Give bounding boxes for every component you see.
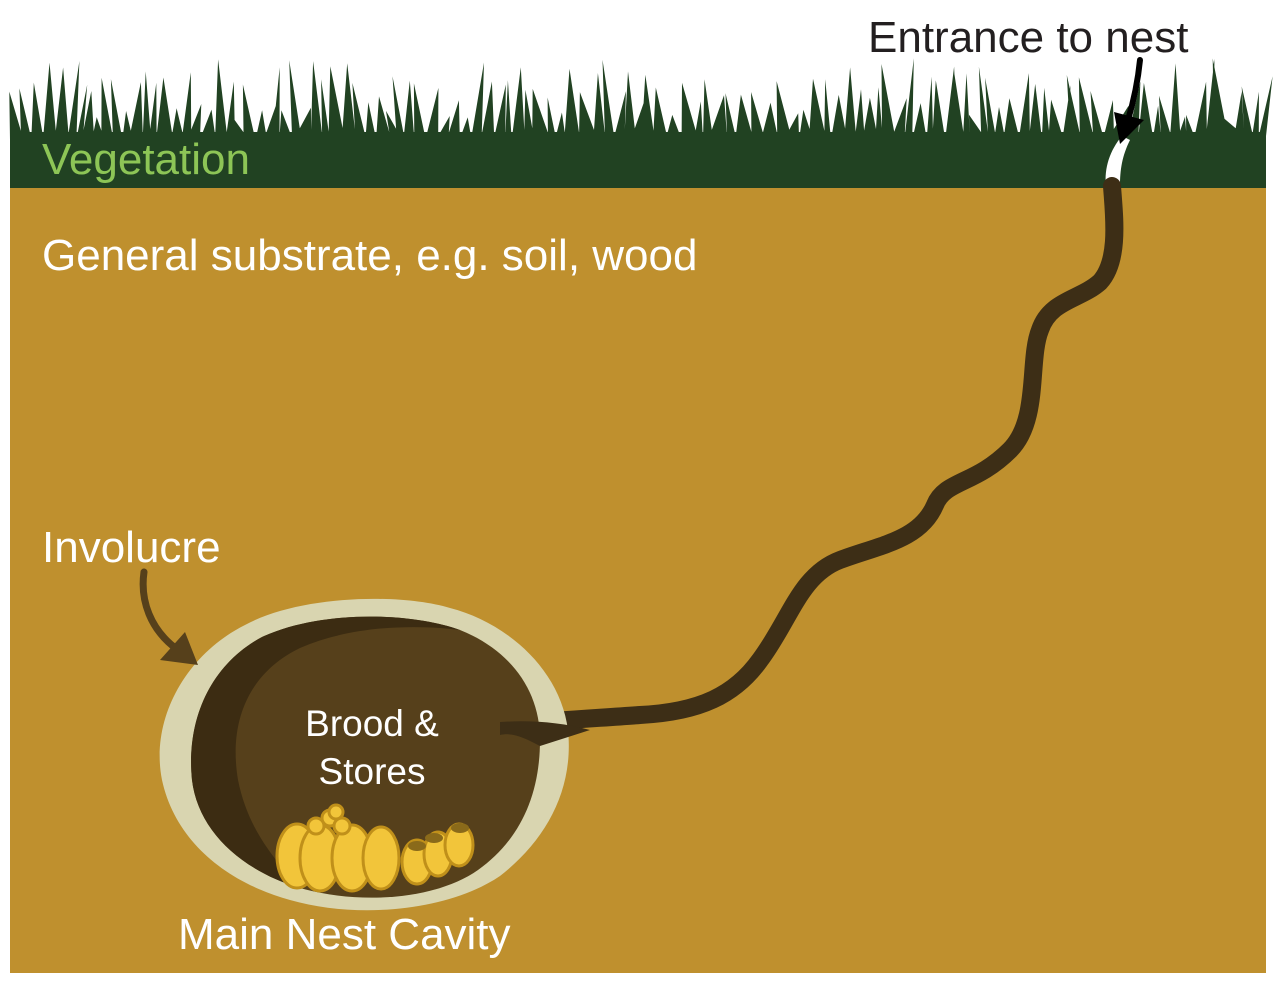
vegetation-label: Vegetation <box>42 135 250 184</box>
involucre-arrow <box>139 568 182 654</box>
brood-cell-openings <box>408 823 469 851</box>
vegetation-band <box>9 58 1273 188</box>
brood-cell <box>361 825 401 891</box>
tunnel-junction <box>500 721 590 746</box>
brood-cells <box>275 803 475 893</box>
brood-label-line1: Brood & <box>305 703 439 744</box>
entrance-label: Entrance to nest <box>868 13 1189 62</box>
nest-entrance-opening <box>1105 136 1130 186</box>
main-nest-cavity-label: Main Nest Cavity <box>178 910 511 959</box>
entrance-arrow-head <box>1114 112 1144 144</box>
tunnel <box>511 177 1124 733</box>
brood-cell-cap <box>306 816 326 836</box>
entrance-arrow <box>1125 57 1143 123</box>
brood-cell-cap <box>327 803 345 821</box>
substrate-label: General substrate, e.g. soil, wood <box>42 231 698 280</box>
brood-stores-label: Brood & Stores <box>262 700 482 796</box>
grass-blades <box>9 58 1273 141</box>
involucre-label: Involucre <box>42 523 221 572</box>
brood-label-line2: Stores <box>318 751 426 793</box>
involucre-arrow-head <box>160 632 198 665</box>
